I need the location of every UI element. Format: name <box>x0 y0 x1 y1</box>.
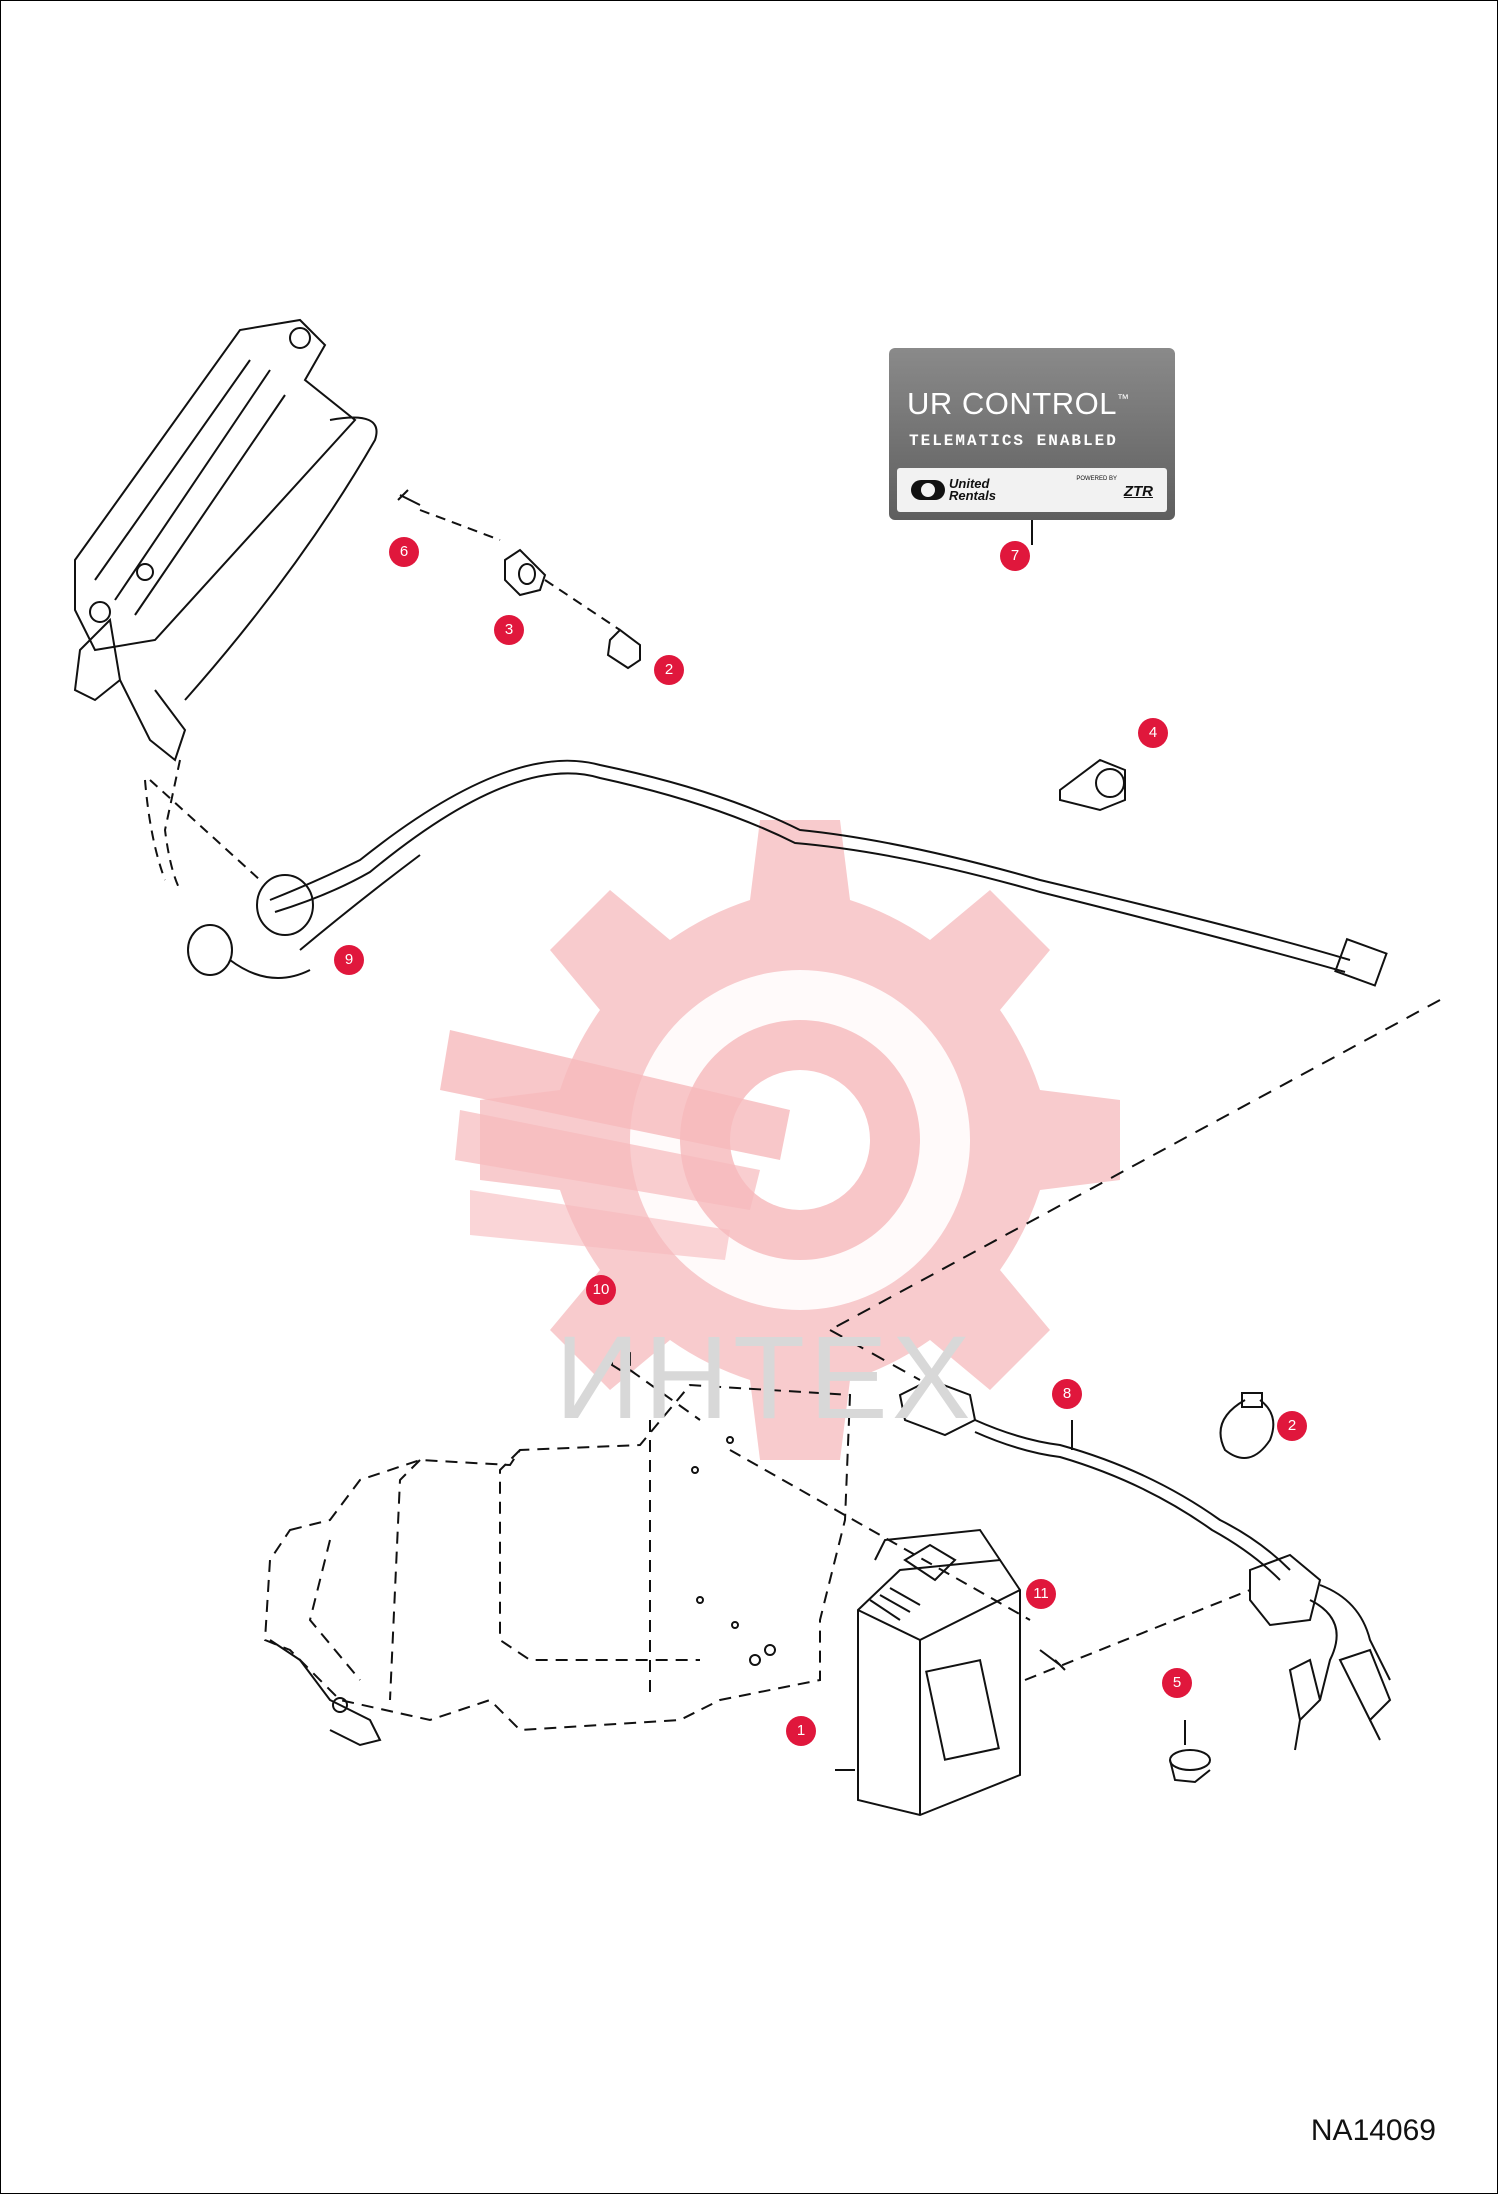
decal-subtitle: TELEMATICS ENABLED <box>909 432 1118 450</box>
motor-connector <box>144 759 261 891</box>
bolt-11 <box>1039 1649 1066 1671</box>
decal-title-text: UR CONTROL <box>907 386 1117 421</box>
decal-brand-name: United Rentals <box>949 476 996 503</box>
decal-title: UR CONTROL™ <box>907 386 1129 422</box>
callout-2b: 2 <box>1277 1411 1307 1441</box>
telematics-module-1 <box>857 1528 1021 1817</box>
nut-10 <box>611 1345 631 1372</box>
upper-mount-housing <box>73 318 378 762</box>
tie-wrap-2 <box>1219 1392 1275 1459</box>
vehicle-reference-outline <box>263 1383 852 1732</box>
fastener-axis-line <box>419 509 621 631</box>
clip-4 <box>1059 758 1126 812</box>
watermark-text: ИНТЕХ <box>555 1312 975 1444</box>
harness-9 <box>187 759 1388 987</box>
callout-8: 8 <box>1052 1379 1082 1409</box>
callout-10: 10 <box>586 1275 616 1305</box>
ur-control-decal: UR CONTROL™ TELEMATICS ENABLED United Re… <box>889 348 1175 520</box>
connection-dashed-line <box>829 999 1441 1381</box>
callout-11: 11 <box>1026 1579 1056 1609</box>
nut-2 <box>606 628 641 670</box>
callout-leaders <box>1071 1419 1301 1745</box>
module-dashed-link <box>1024 1589 1251 1681</box>
trademark-mark: ™ <box>1116 391 1130 406</box>
callout-9: 9 <box>334 945 364 975</box>
bracket-solid-edges <box>269 1436 776 1747</box>
watermark-wrench-icon <box>440 970 970 1310</box>
callout-6: 6 <box>389 537 419 567</box>
callout-5: 5 <box>1162 1668 1192 1698</box>
decal-brand-strip: United Rentals POWERED BY ZTR <box>897 468 1167 512</box>
callout-4: 4 <box>1138 718 1168 748</box>
decal-powered-by: POWERED BY <box>1076 476 1117 482</box>
callout-3: 3 <box>494 615 524 645</box>
harness-8 <box>898 1378 1392 1751</box>
bolt-6 <box>397 489 421 506</box>
decal-ztr-logo: ZTR <box>1123 483 1153 500</box>
united-rentals-logo-icon <box>911 480 945 500</box>
callout-2a: 2 <box>654 655 684 685</box>
drawing-number: NA14069 <box>1310 2114 1436 2147</box>
callout-7: 7 <box>1000 541 1030 571</box>
clamp-5 <box>1169 1749 1211 1784</box>
nut-10-axis-line <box>629 1369 1031 1621</box>
callout-1: 1 <box>786 1716 816 1746</box>
bushing-3 <box>504 548 547 597</box>
